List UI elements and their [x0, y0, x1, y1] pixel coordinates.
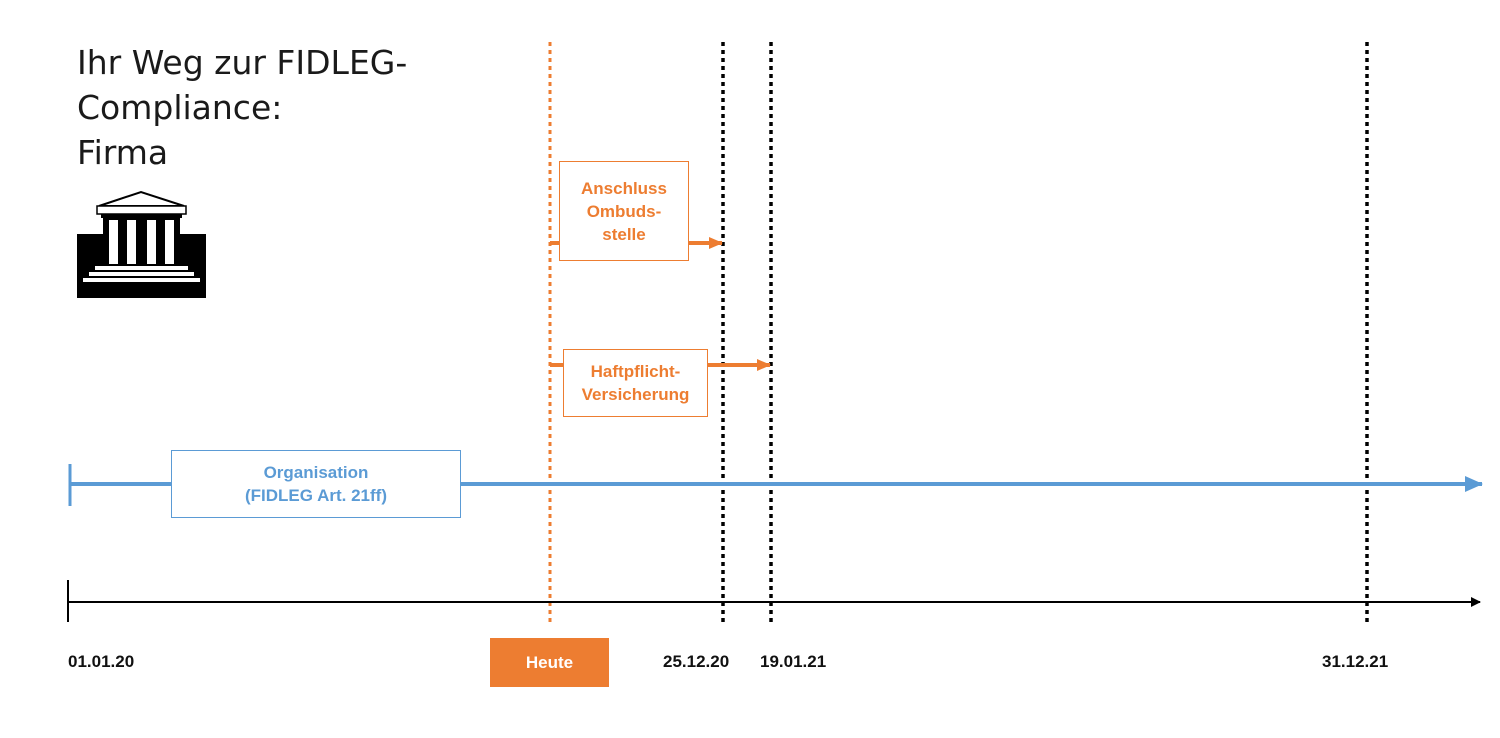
bank-building-icon: [77, 190, 206, 298]
today-badge: Heute: [490, 638, 609, 687]
title-line: Compliance:: [77, 88, 283, 127]
date-label-start: 01.01.20: [68, 652, 135, 671]
ombudsstelle-box: Anschluss Ombuds- stelle: [559, 161, 689, 261]
box-label: Ombuds-: [586, 201, 662, 221]
box-label: Versicherung: [581, 385, 690, 404]
organisation-box: Organisation (FIDLEG Art. 21ff): [171, 450, 461, 518]
box-label: Haftpflicht-: [590, 362, 681, 381]
date-label-19-01-21: 19.01.21: [760, 652, 827, 671]
box-label: stelle: [602, 224, 646, 244]
title-line: Firma: [77, 133, 169, 172]
date-label-31-12-21: 31.12.21: [1322, 652, 1389, 671]
box-label: Organisation: [263, 463, 369, 482]
box-label: Anschluss: [581, 178, 667, 198]
date-label-25-12-20: 25.12.20: [663, 652, 730, 671]
title-line: Ihr Weg zur FIDLEG-: [77, 43, 408, 82]
box-label: (FIDLEG Art. 21ff): [245, 486, 387, 505]
haftpflicht-box: Haftpflicht- Versicherung: [563, 349, 708, 417]
page-title: Ihr Weg zur FIDLEG- Compliance: Firma: [77, 40, 517, 175]
